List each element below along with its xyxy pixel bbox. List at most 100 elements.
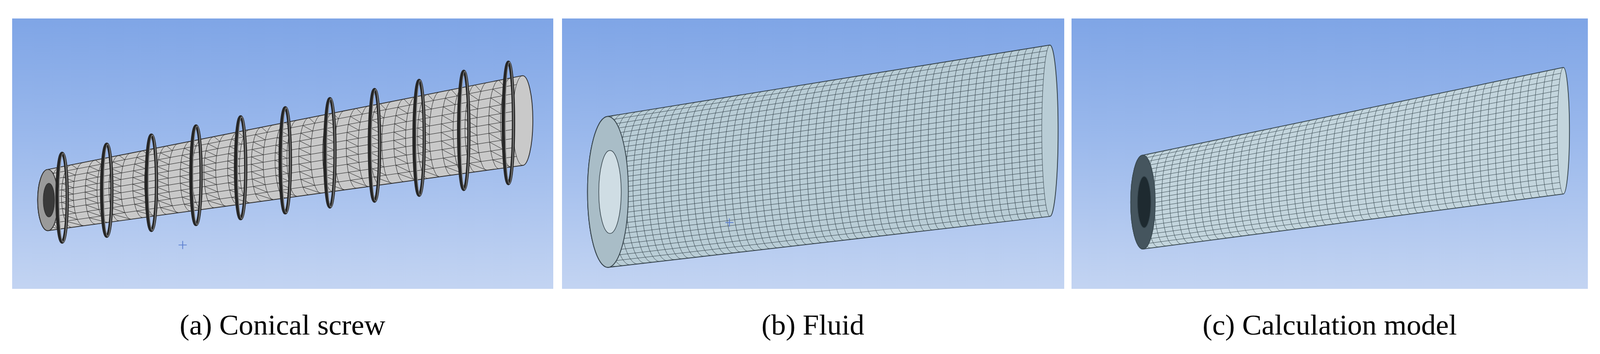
- screw-flight: [416, 80, 425, 195]
- mesh-line: [302, 187, 321, 194]
- mesh-line: [1003, 51, 1014, 221]
- mesh-line: [655, 105, 675, 260]
- mesh-line: [160, 207, 179, 213]
- mesh-line: [1324, 115, 1335, 225]
- mesh-line: [716, 96, 734, 253]
- model-panel: [1071, 18, 1588, 289]
- mesh-line: [393, 99, 405, 182]
- mesh-line: [1402, 99, 1411, 214]
- mesh-line: [981, 54, 991, 224]
- mesh-line: [112, 214, 131, 220]
- mesh-line: [252, 178, 266, 185]
- mesh-line: [371, 120, 383, 126]
- mesh-line: [346, 148, 359, 155]
- mesh-line: [1130, 124, 1558, 198]
- mesh-line: [1137, 73, 1561, 160]
- mesh-line: [85, 198, 99, 203]
- end-hole: [1137, 176, 1152, 229]
- mesh-line: [996, 52, 1006, 222]
- mesh-line: [958, 57, 969, 226]
- mesh-line: [451, 89, 458, 96]
- mesh-line: [62, 208, 76, 213]
- mesh-line: [1285, 123, 1297, 229]
- screw-flight: [458, 71, 469, 190]
- screw-flight: [148, 135, 157, 231]
- screw-flight: [56, 153, 68, 243]
- mesh-line: [204, 186, 218, 192]
- mesh-line: [1169, 147, 1181, 245]
- mesh-line: [397, 107, 408, 114]
- mesh-line: [208, 200, 227, 207]
- screw-flight: [503, 62, 514, 184]
- mesh-line: [1247, 131, 1258, 234]
- mesh-line: [157, 166, 169, 172]
- mesh-line: [157, 193, 171, 199]
- mesh-line: [814, 80, 829, 243]
- mesh-line: [300, 179, 316, 186]
- mesh-line: [204, 158, 216, 163]
- mesh-line: [1270, 126, 1281, 231]
- mesh-line: [708, 97, 726, 254]
- mesh-line: [253, 141, 264, 148]
- mesh-line: [648, 106, 668, 261]
- mesh-line: [393, 148, 407, 156]
- mesh-line: [492, 88, 503, 96]
- mesh-line: [640, 107, 660, 262]
- mesh-line: [1464, 86, 1472, 207]
- end-face: [587, 116, 629, 268]
- mesh-line: [208, 143, 218, 149]
- mesh-line: [799, 83, 815, 244]
- mesh-line: [380, 103, 387, 110]
- mesh-line: [441, 123, 454, 131]
- mesh-line: [890, 69, 903, 234]
- mesh-line: [445, 98, 456, 105]
- mesh-line: [347, 132, 359, 139]
- mesh-line: [136, 157, 147, 162]
- screw-flight: [191, 125, 202, 225]
- mesh-line: [693, 99, 712, 256]
- mesh-line: [464, 128, 477, 136]
- mesh-line: [203, 136, 214, 208]
- mesh-line: [761, 88, 778, 248]
- mesh-line: [179, 141, 191, 212]
- mesh-line: [204, 179, 217, 185]
- mesh-line: [489, 106, 501, 114]
- mesh-line: [298, 163, 312, 170]
- mesh-line: [1487, 81, 1495, 203]
- mesh-line: [112, 161, 123, 167]
- mesh-line: [348, 124, 359, 131]
- screw-flight: [460, 71, 470, 190]
- origin-mark: [178, 240, 187, 249]
- fluid-panel: [562, 18, 1065, 289]
- mesh-line: [1239, 132, 1250, 235]
- mesh-line: [302, 125, 313, 131]
- mesh-line: [427, 94, 434, 101]
- mesh-line: [1208, 139, 1220, 239]
- mesh-line: [1200, 140, 1212, 241]
- mesh-line: [738, 92, 756, 251]
- mesh-line: [397, 173, 416, 181]
- mesh-line: [132, 150, 143, 218]
- mesh-line: [350, 180, 369, 187]
- mesh-line: [1135, 182, 1560, 241]
- mesh-line: [1184, 143, 1197, 243]
- mesh-line: [701, 98, 719, 255]
- mesh-line: [1301, 120, 1312, 228]
- mesh-line: [261, 127, 268, 133]
- mesh-line: [251, 164, 264, 170]
- mesh-line: [204, 165, 216, 171]
- mesh-line: [393, 132, 406, 139]
- mesh-line: [393, 140, 406, 147]
- mesh-line: [1278, 124, 1289, 230]
- mesh-line: [469, 93, 479, 101]
- mesh-line: [1494, 80, 1502, 202]
- mesh-line: [86, 179, 98, 184]
- mesh-line: [86, 204, 100, 210]
- mesh-line: [168, 143, 179, 213]
- mesh-line: [251, 157, 264, 163]
- mesh-line: [443, 158, 458, 165]
- mesh-line: [441, 89, 452, 176]
- mesh-line: [87, 211, 102, 217]
- mesh-line: [1133, 90, 1559, 173]
- mesh-line: [1479, 83, 1488, 205]
